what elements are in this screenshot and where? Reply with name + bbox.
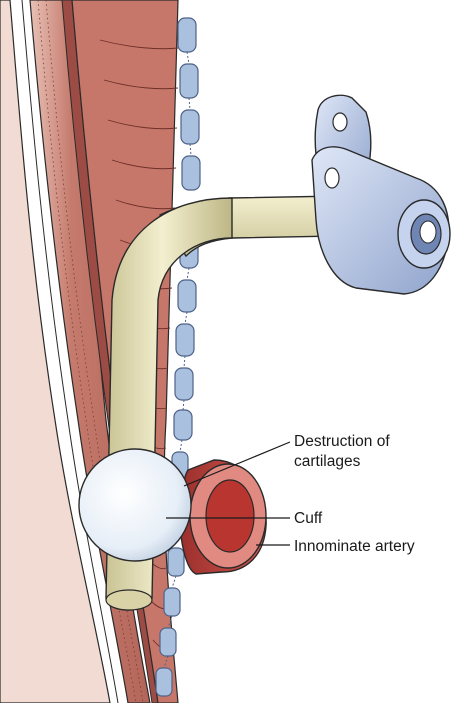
tube-flange <box>311 94 451 295</box>
leader-destruction <box>183 441 291 487</box>
labels: Destruction of cartilages Cuff Innominat… <box>294 433 415 555</box>
label-cuff: Cuff <box>294 510 323 527</box>
innominate-artery <box>179 459 267 575</box>
cartilage-rings <box>155 17 201 697</box>
leader-lines <box>166 441 291 546</box>
label-destruction-line2: cartilages <box>294 453 361 470</box>
label-destruction-line1: Destruction of <box>294 433 390 450</box>
label-innominate-artery: Innominate artery <box>294 538 415 555</box>
cuff-balloon <box>78 448 192 562</box>
